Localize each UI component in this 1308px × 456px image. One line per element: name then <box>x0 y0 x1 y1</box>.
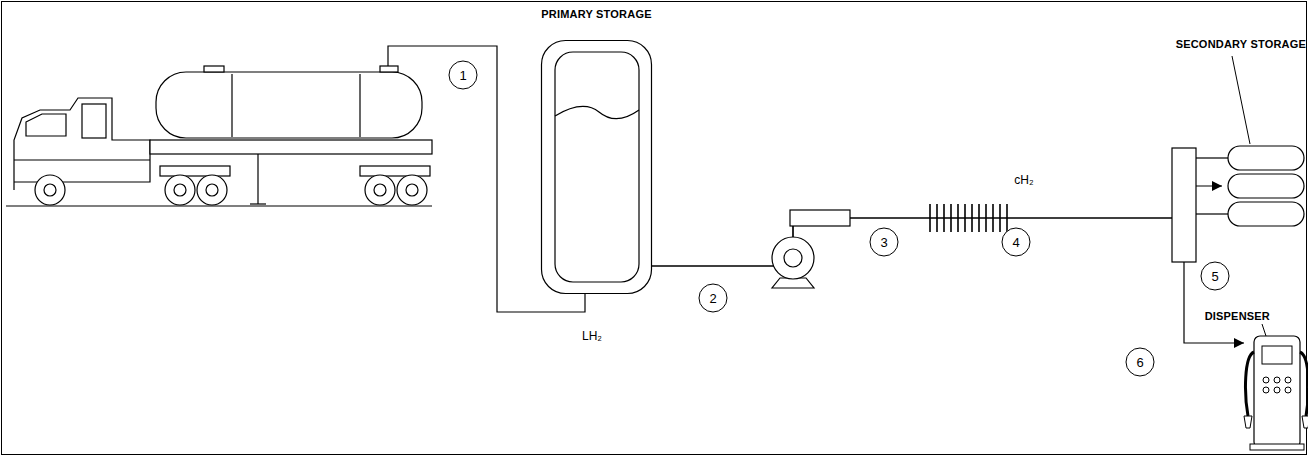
leader-line <box>1262 324 1266 336</box>
callout-number: 4 <box>1012 236 1019 249</box>
stream-label: LH₂ <box>582 330 602 342</box>
callout-number: 1 <box>459 69 466 82</box>
callout-number: 5 <box>1211 270 1218 283</box>
callout-number: 3 <box>880 236 887 249</box>
node-outline <box>1222 142 1306 230</box>
callout-number: 2 <box>709 292 716 305</box>
node-outline <box>1244 334 1306 452</box>
heat-exchanger <box>930 204 1007 232</box>
stream-label: cH₂ <box>1014 174 1033 186</box>
manifold <box>1172 148 1228 262</box>
storage-heading: PRIMARY STORAGE <box>541 8 651 20</box>
leader-line <box>1232 56 1250 144</box>
storage-heading: SECONDARY STORAGE <box>1176 38 1306 50</box>
primary-storage-tank: PRIMARY STORAGE <box>541 40 652 294</box>
dispenser: DISPENSER <box>1244 334 1306 452</box>
storage-heading: DISPENSER <box>1205 310 1270 322</box>
tanker-truck <box>6 66 432 206</box>
pump <box>772 210 850 288</box>
flow-line <box>652 186 1222 266</box>
callout-number: 6 <box>1136 356 1143 369</box>
node-outline <box>541 40 652 294</box>
flow-line <box>652 218 1244 343</box>
secondary-storage-tanks: SECONDARY STORAGE <box>1222 142 1306 230</box>
